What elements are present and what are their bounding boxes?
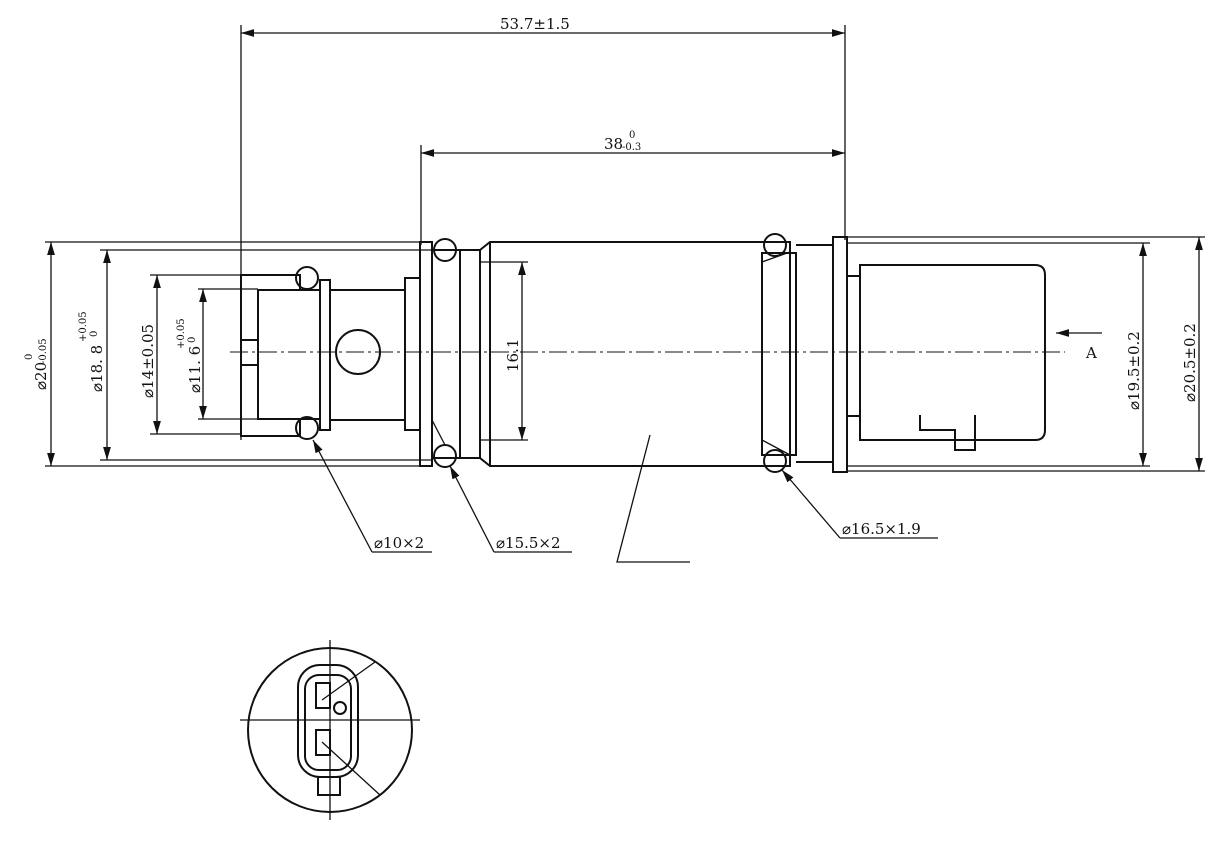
tol-lower: 0: [187, 337, 198, 343]
dim-overall-length: 53.7±1.5: [240, 15, 846, 440]
dim-body-length: 38 0 -0.3: [420, 130, 845, 245]
right-diameter-dims: ⌀19.5±0.2 ⌀20.5±0.2: [847, 236, 1205, 472]
tol-lower: -0.3: [622, 142, 641, 153]
inner-16-1-label: 16.1: [504, 339, 522, 372]
dia-11-6-label: ⌀11. 6: [186, 346, 204, 393]
tol-upper: 0: [24, 354, 35, 360]
dia-14-label: ⌀14±0.05: [139, 324, 157, 398]
tol-upper: +0.05: [176, 318, 187, 349]
left-diameter-dims: ⌀20 0 -0.05 ⌀18. 8 +0.05 0 ⌀14±0.05 ⌀11.…: [24, 241, 432, 467]
dia-18-8-label: ⌀18. 8: [88, 345, 106, 392]
tol-lower: -0.05: [38, 338, 49, 364]
body-length-label: 38: [604, 135, 623, 153]
callouts: ⌀10×2 ⌀15.5×2 ⌀16.5×1.9: [312, 434, 938, 563]
end-view-a: [240, 640, 420, 820]
dia-20-5-label: ⌀20.5±0.2: [1181, 323, 1199, 402]
view-arrow-a: A: [1056, 329, 1102, 362]
oring-mid-callout: ⌀15.5×2: [496, 534, 561, 552]
oring-small-callout: ⌀10×2: [374, 534, 424, 552]
oring-large-callout: ⌀16.5×1.9: [842, 520, 921, 538]
tol-upper: +0.05: [78, 311, 89, 342]
tol-lower: 0: [89, 331, 100, 337]
dia-20-label: ⌀20: [32, 362, 50, 390]
view-label: A: [1085, 344, 1097, 362]
overall-length-label: 53.7±1.5: [500, 15, 570, 33]
dia-19-5-label: ⌀19.5±0.2: [1125, 331, 1143, 410]
o-rings: [295, 233, 787, 473]
valve-body: [230, 233, 1065, 473]
tol-upper: 0: [629, 130, 635, 141]
dim-inner: 16.1: [480, 261, 528, 441]
